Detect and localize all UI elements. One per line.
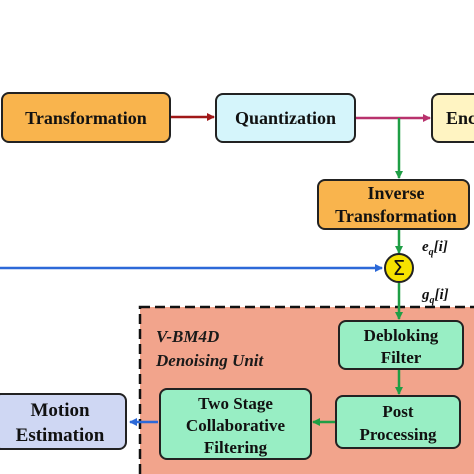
deblocking-label-line1: Debloking [364, 326, 439, 345]
post-processing-label-line2: Processing [359, 425, 437, 444]
summation-symbol: Σ [393, 256, 406, 280]
signal-g-suffix: [i] [435, 287, 449, 303]
inverse-transformation-label-line1: Inverse [368, 183, 425, 203]
motion-estimation-label-line2: Estimation [16, 425, 105, 446]
motion-estimation-label-line1: Motion [30, 400, 90, 421]
deblocking-filter-block: Debloking Filter [338, 320, 464, 370]
deblocking-label-line2: Filter [381, 348, 422, 367]
motion-estimation-block: Motion Estimation [0, 393, 127, 450]
signal-g-base: g [421, 287, 430, 303]
two-stage-label-line3: Filtering [204, 438, 268, 457]
post-processing-label-line1: Post [382, 402, 414, 421]
inverse-transformation-block: Inverse Transformation [317, 179, 470, 230]
two-stage-filtering-block: Two Stage Collaborative Filtering [159, 388, 312, 460]
transformation-label: Transformation [25, 108, 147, 128]
signal-e-base: e [422, 239, 429, 255]
unit-title: V-BM4D [156, 327, 219, 346]
two-stage-label-line2: Collaborative [186, 416, 286, 435]
signal-e-suffix: [i] [434, 239, 448, 255]
quantization-block: Quantization [215, 93, 356, 143]
transformation-block: Transformation [1, 92, 171, 143]
signal-e-sub: q [429, 247, 434, 258]
quantization-label: Quantization [235, 108, 336, 128]
signal-label-e: eq[i] [422, 239, 448, 258]
summation-node: Σ [384, 253, 414, 283]
unit-subtitle: Denoising Unit [155, 351, 264, 370]
encoder-label: Enc [446, 108, 474, 128]
signal-label-g: gq[i] [421, 287, 449, 306]
signal-g-sub: q [430, 295, 435, 306]
inverse-transformation-label-line2: Transformation [335, 206, 457, 226]
encoder-block: Enc [431, 93, 474, 143]
post-processing-block: Post Processing [335, 395, 461, 449]
two-stage-label-line1: Two Stage [198, 394, 273, 413]
